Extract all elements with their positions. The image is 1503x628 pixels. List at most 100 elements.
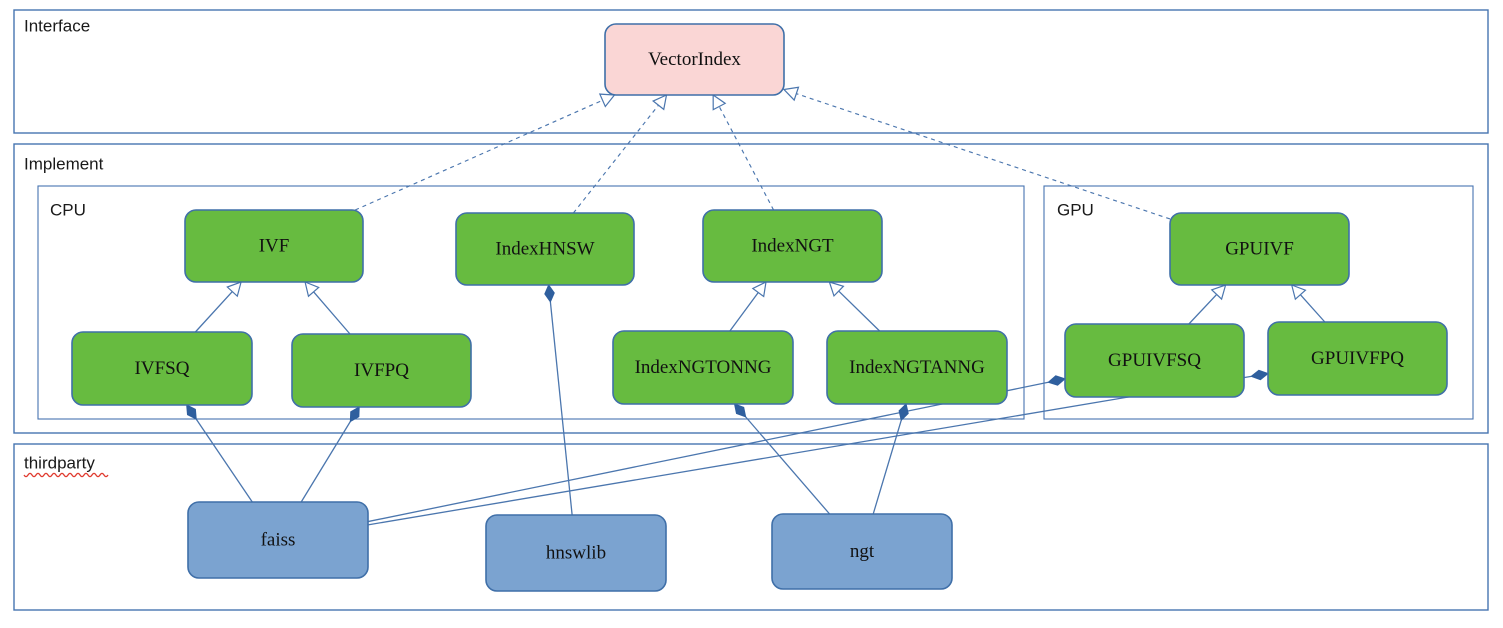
node-label-hnswlib: hnswlib	[546, 542, 606, 563]
node-label-gpuivfsq: GPUIVFSQ	[1108, 350, 1201, 371]
edge-indexngt-to-vectorindex	[712, 93, 775, 211]
node-indexngtanng[interactable]: IndexNGTANNG	[826, 330, 1008, 405]
node-ivfsq[interactable]: IVFSQ	[71, 331, 253, 406]
node-ivf[interactable]: IVF	[184, 209, 364, 283]
node-label-indexhnsw: IndexHNSW	[495, 238, 594, 259]
node-label-faiss: faiss	[261, 529, 296, 550]
node-box-gpuivfpq[interactable]	[1267, 321, 1448, 396]
node-vectorindex[interactable]: VectorIndex	[604, 23, 785, 96]
edge-ngt-to-indexngtonng	[733, 403, 831, 515]
edge-indexhnsw-to-vectorindex	[572, 93, 668, 214]
composition-diamond-icon	[544, 283, 555, 303]
node-indexhnsw[interactable]: IndexHNSW	[455, 212, 635, 286]
node-label-indexngt: IndexNGT	[751, 235, 834, 256]
edge-line	[195, 418, 253, 503]
edge-ivfsq-to-ivf	[194, 281, 242, 333]
edge-line	[549, 301, 573, 516]
node-indexngtonng[interactable]: IndexNGTONNG	[612, 330, 794, 405]
node-label-ngt: ngt	[850, 541, 875, 562]
edge-line	[367, 375, 1252, 526]
node-ivfpq[interactable]: IVFPQ	[291, 333, 472, 408]
inheritance-arrow-icon	[226, 281, 242, 298]
edge-line	[796, 93, 1171, 220]
node-ngt[interactable]: ngt	[771, 513, 953, 590]
composition-diamond-icon	[1250, 369, 1270, 381]
edge-indexngtanng-to-indexngt	[828, 281, 881, 332]
node-hnswlib[interactable]: hnswlib	[485, 514, 667, 592]
edge-ivfpq-to-ivf	[304, 281, 351, 335]
node-label-vectorindex: VectorIndex	[648, 49, 741, 70]
node-label-gpuivfpq: GPUIVFPQ	[1311, 348, 1404, 369]
inheritance-arrow-icon	[751, 280, 767, 298]
node-box-ngt[interactable]	[771, 513, 953, 590]
edge-line	[1299, 294, 1326, 323]
inheritance-arrow-icon	[712, 93, 727, 111]
composition-diamond-icon	[186, 404, 197, 420]
node-box-indexngt[interactable]	[702, 209, 883, 283]
edge-faiss-to-gpuivfsq	[367, 375, 1067, 523]
container-label-implement: Implement	[24, 154, 104, 173]
inheritance-arrow-icon	[1210, 284, 1227, 301]
spellcheck-underline	[23, 472, 109, 478]
node-box-ivf[interactable]	[184, 209, 364, 283]
node-box-vectorindex[interactable]	[604, 23, 785, 96]
composition-diamond-icon	[733, 403, 747, 418]
edge-line	[872, 420, 902, 515]
node-box-ivfsq[interactable]	[71, 331, 253, 406]
edge-indexngtonng-to-indexngt	[729, 280, 767, 332]
container-label-interface: Interface	[24, 16, 90, 35]
node-indexngt[interactable]: IndexNGT	[702, 209, 883, 283]
edge-gpuivfsq-to-gpuivf	[1188, 284, 1227, 325]
node-label-gpuivf: GPUIVF	[1225, 238, 1294, 259]
edge-line	[745, 416, 831, 515]
composition-diamond-icon	[1047, 375, 1067, 386]
container-label-gpu: GPU	[1057, 200, 1094, 219]
composition-diamond-icon	[349, 406, 360, 423]
node-label-indexngtanng: IndexNGTANNG	[849, 357, 985, 378]
edge-line	[838, 290, 881, 332]
inheritance-arrow-icon	[828, 281, 845, 298]
edge-gpuivf-to-vectorindex	[782, 86, 1171, 220]
edge-ivf-to-vectorindex	[354, 93, 616, 211]
node-box-hnswlib[interactable]	[485, 514, 667, 592]
edge-gpuivfpq-to-gpuivf	[1290, 284, 1326, 323]
inheritance-arrow-icon	[304, 281, 320, 298]
node-box-indexhnsw[interactable]	[455, 212, 635, 286]
edge-hnswlib-to-indexhnsw	[544, 283, 573, 516]
edge-line	[194, 291, 233, 333]
node-label-ivfpq: IVFPQ	[354, 360, 409, 381]
node-gpuivfpq[interactable]: GPUIVFPQ	[1267, 321, 1448, 396]
node-box-ivfpq[interactable]	[291, 333, 472, 408]
edge-faiss-to-gpuivfpq	[367, 369, 1270, 526]
node-label-indexngtonng: IndexNGTONNG	[635, 357, 772, 378]
node-box-gpuivfsq[interactable]	[1064, 323, 1245, 398]
node-box-indexngtonng[interactable]	[612, 330, 794, 405]
edge-ngt-to-indexngtanng	[872, 403, 909, 515]
edge-line	[572, 104, 659, 214]
inheritance-arrow-icon	[598, 93, 616, 108]
node-box-indexngtanng[interactable]	[826, 330, 1008, 405]
inheritance-arrow-icon	[651, 93, 668, 111]
node-label-ivfsq: IVFSQ	[135, 358, 190, 379]
edge-line	[1188, 294, 1218, 325]
edge-line	[718, 106, 775, 211]
node-gpuivf[interactable]: GPUIVF	[1169, 212, 1350, 286]
container-label-thirdparty: thirdparty	[24, 453, 95, 472]
node-box-gpuivf[interactable]	[1169, 212, 1350, 286]
composition-diamond-icon	[898, 403, 909, 422]
container-label-cpu: CPU	[50, 200, 86, 219]
node-box-faiss[interactable]	[187, 501, 369, 579]
node-label-ivf: IVF	[259, 235, 290, 256]
edge-line	[313, 291, 351, 335]
node-gpuivfsq[interactable]: GPUIVFSQ	[1064, 323, 1245, 398]
node-faiss[interactable]: faiss	[187, 501, 369, 579]
edge-faiss-to-ivfpq	[300, 406, 360, 503]
inheritance-arrow-icon	[1290, 284, 1307, 301]
edges-layer	[186, 86, 1326, 526]
inheritance-arrow-icon	[782, 86, 800, 102]
edge-line	[300, 421, 351, 503]
edge-faiss-to-ivfsq	[186, 404, 253, 503]
